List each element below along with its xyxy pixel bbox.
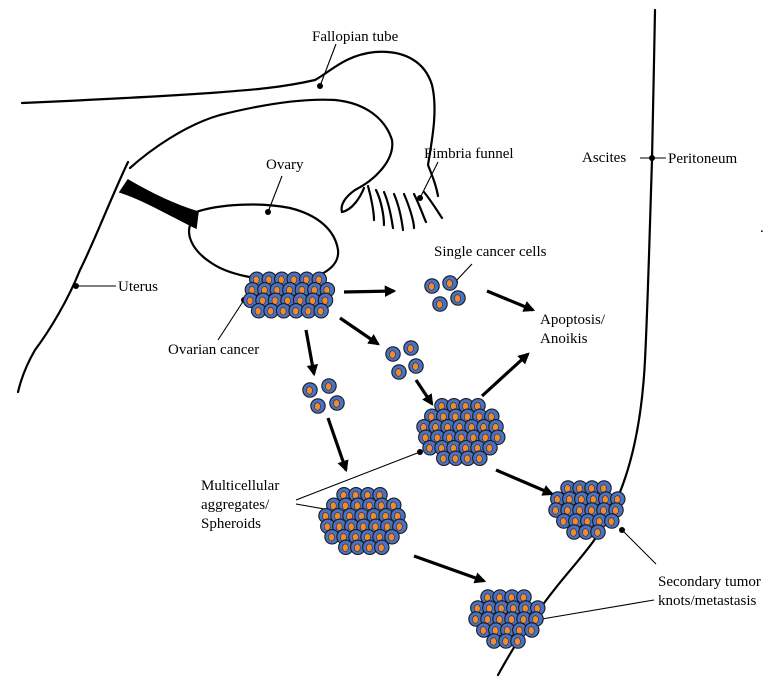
label-single-cancer-cells: Single cancer cells (434, 244, 547, 260)
arrow-cluster-to-apoptosis (482, 354, 528, 396)
cancer-cell (451, 291, 465, 305)
cancer-cell (386, 347, 400, 361)
label-uterus: Uterus (118, 279, 158, 295)
label-secondary-line2: knots/metastasis (658, 593, 756, 609)
cancer-cell (322, 379, 336, 393)
uterus-outline (18, 162, 128, 392)
single-cancer-cells-top (425, 276, 465, 311)
arrow-single-to-apoptosis (487, 291, 533, 310)
single-cancer-cells-left (303, 379, 344, 413)
cancer-cell (605, 514, 619, 528)
single-cancer-cells-diagonal (386, 341, 423, 379)
label-fimbria-funnel: Fimbria funnel (424, 146, 514, 162)
cancer-cell (311, 399, 325, 413)
arrow-down-cells-to-spheroid (328, 418, 346, 470)
fimbria-fingers (342, 186, 442, 230)
cancer-cell (330, 396, 344, 410)
arrow-cluster-to-metastasis (496, 470, 552, 494)
spheroid-cluster (319, 488, 407, 555)
arrow-cancer-to-down-cells (306, 330, 314, 374)
cancer-cell (591, 525, 605, 539)
stray-dot: . (760, 220, 764, 236)
label-ovarian-cancer: Ovarian cancer (168, 342, 259, 358)
metastasis-cluster-lower (469, 590, 545, 648)
cancer-cell (314, 304, 328, 318)
metastasis-cluster-upper (549, 481, 625, 539)
cancer-cell (425, 279, 439, 293)
cancer-cell (375, 540, 389, 554)
arrow-spheroid-to-metastasis (414, 556, 484, 581)
cancer-cell (409, 359, 423, 373)
label-aggregates-line3: Spheroids (201, 516, 261, 532)
cancer-cell (303, 383, 317, 397)
arrow-diag-cells-to-cluster (416, 380, 432, 404)
ovary-outline (189, 205, 338, 281)
cancer-cell (525, 623, 539, 637)
label-ascites: Ascites (582, 150, 626, 166)
arrow-to-single-cells (344, 291, 394, 292)
cancer-cell-clusters (243, 272, 625, 648)
label-peritoneum: Peritoneum (668, 151, 737, 167)
cancer-cell (473, 451, 487, 465)
fallopian-tube-inner-outline (130, 100, 392, 212)
ovarian-cancer-cluster (243, 272, 334, 318)
cancer-cell (433, 297, 447, 311)
arrow-cancer-to-diag-cells (340, 318, 378, 344)
label-aggregates-line2: aggregates/ (201, 497, 270, 513)
cancer-cell (392, 365, 406, 379)
cancer-cell (404, 341, 418, 355)
cancer-cell (443, 276, 457, 290)
label-ovary: Ovary (266, 157, 304, 173)
cancer-cell (511, 634, 525, 648)
label-apoptosis-line2: Anoikis (540, 331, 588, 347)
label-fallopian-tube: Fallopian tube (312, 29, 399, 45)
label-aggregates-line1: Multicellular (201, 478, 279, 494)
ovarian-ligament (120, 180, 198, 228)
label-apoptosis-line1: Apoptosis/ (540, 312, 606, 328)
aggregate-cluster-center (417, 399, 505, 466)
label-secondary-line1: Secondary tumor (658, 574, 761, 590)
